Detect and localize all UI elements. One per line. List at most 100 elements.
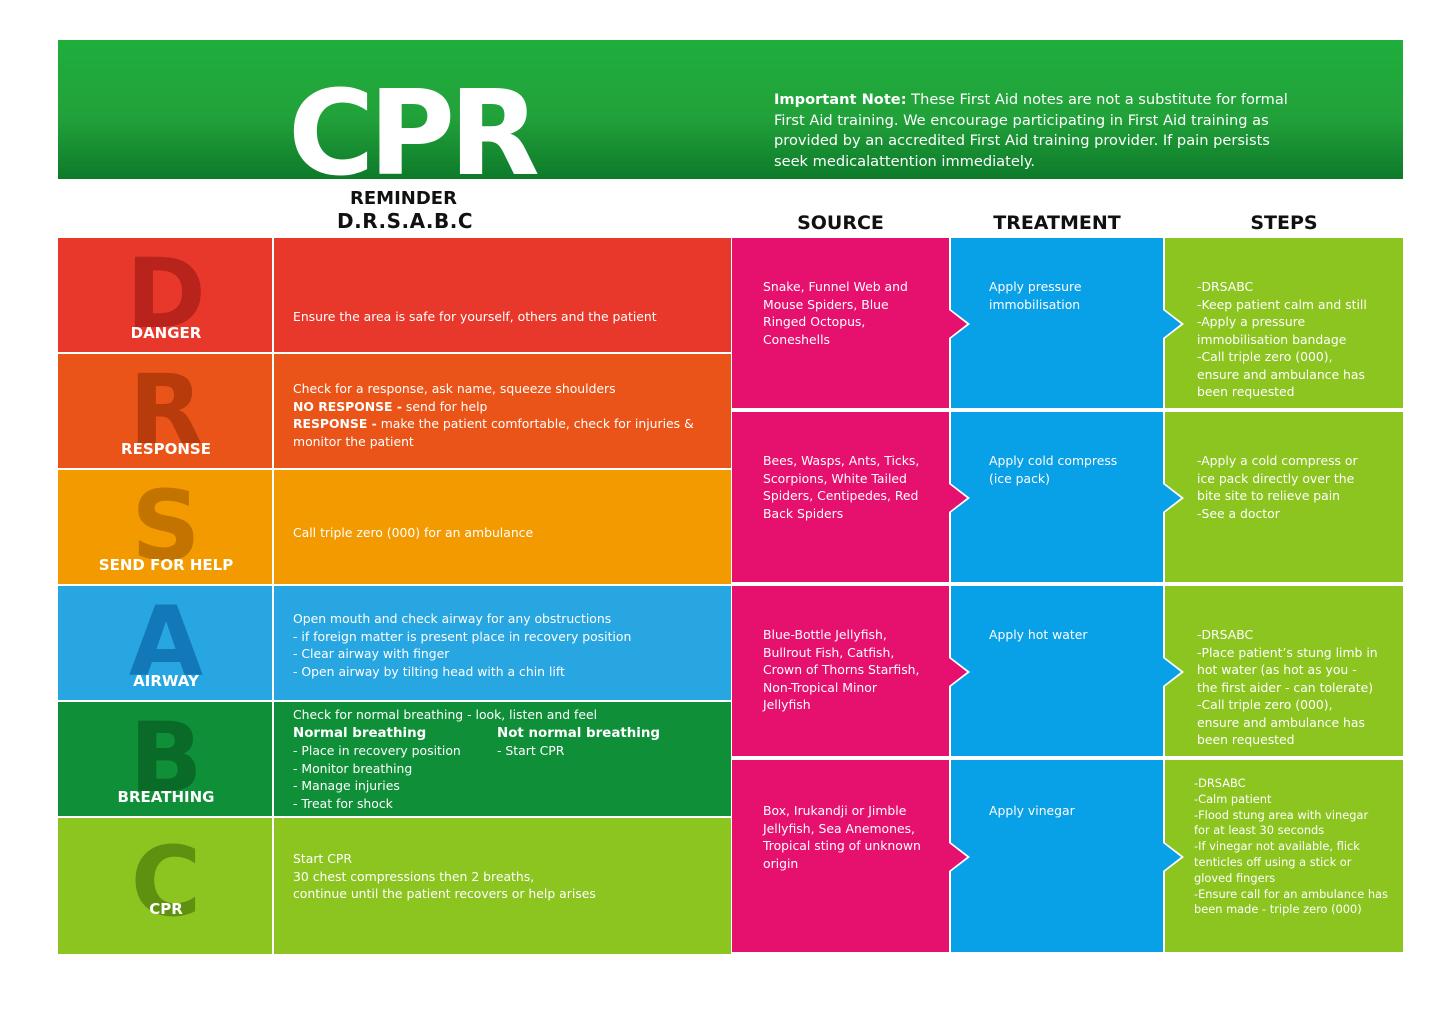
row-send-for-help: S SEND FOR HELP Call triple zero (000) f… xyxy=(58,470,731,586)
source-cell: Bees, Wasps, Ants, Ticks,Scorpions, Whit… xyxy=(732,412,949,582)
steps-cell-line: the first aider - can tolerate) xyxy=(1197,679,1374,695)
drsabc-label: D.R.S.A.B.C xyxy=(337,209,474,233)
steps-cell-line: gloved fingers xyxy=(1194,870,1276,885)
note-label: Important Note: xyxy=(774,91,907,108)
airway-line-4: - Open airway by tilting head with a chi… xyxy=(293,663,565,679)
source-cell-line: Tropical sting of unknown xyxy=(763,838,921,853)
steps-cell-text: -DRSABC -Keep patient calm and still -Appl… xyxy=(1197,278,1367,401)
source-cell-line: Snake, Funnel Web and xyxy=(763,279,908,294)
source-cell: Blue-Bottle Jellyfish,Bullrout Fish, Cat… xyxy=(732,586,949,756)
desc-airway: Open mouth and check airway for any obst… xyxy=(293,610,721,680)
breathing-line-1: Check for normal breathing - look, liste… xyxy=(293,707,598,722)
breathing-columns: Normal breathing - Place in recovery pos… xyxy=(293,724,721,813)
normal-item: - Treat for shock xyxy=(293,795,393,811)
steps-cell-line: -Ensure call for an ambulance has xyxy=(1194,886,1388,901)
response-line-1: Check for a response, ask name, squeeze … xyxy=(293,381,616,396)
label-response: RESPONSE xyxy=(121,440,211,458)
steps-cell-line: -Place patient’s stung limb in xyxy=(1197,644,1378,660)
source-cell-line: Jellyfish, Sea Anemones, xyxy=(763,820,915,836)
letter-cell-airway: A AIRWAY xyxy=(58,586,274,700)
label-send-for-help: SEND FOR HELP xyxy=(98,556,234,574)
source-cell-text: Bees, Wasps, Ants, Ticks,Scorpions, Whit… xyxy=(763,452,919,522)
steps-cell-line: -DRSABC xyxy=(1197,627,1254,642)
desc-response: Check for a response, ask name, squeeze … xyxy=(293,380,721,450)
steps-cell-line: -DRSABC xyxy=(1197,279,1254,294)
cpr-line-1: Start CPR xyxy=(293,851,352,866)
source-cell-line: Spiders, Centipedes, Red xyxy=(763,488,919,503)
cpr-line-2: 30 chest compressions then 2 breaths, xyxy=(293,868,535,884)
label-cpr: CPR xyxy=(149,900,183,918)
letter-a: A xyxy=(128,586,204,698)
treatment-cell-line: Apply cold compress xyxy=(989,453,1118,468)
arrow-right-icon xyxy=(1163,658,1181,686)
response-text: make the patient comfortable, check for … xyxy=(293,416,694,449)
letter-b: B xyxy=(129,702,203,814)
source-cell-line: origin xyxy=(763,855,799,871)
important-note: Important Note: These First Aid notes ar… xyxy=(774,90,1304,172)
steps-cell-text: -DRSABC-Calm patient-Flood stung area wi… xyxy=(1194,776,1388,918)
treatment-cell: Apply hot water xyxy=(951,586,1163,756)
steps-cell-line: -Keep patient calm and still xyxy=(1197,296,1367,312)
airway-line-3: - Clear airway with finger xyxy=(293,646,450,661)
source-cell-line: Box, Irukandji or Jimble xyxy=(763,803,907,818)
source-cell-line: Jellyfish xyxy=(763,697,811,712)
response-bold: RESPONSE - xyxy=(293,416,377,431)
arrow-right-icon xyxy=(949,658,967,686)
steps-cell-line: -Call triple zero (000), xyxy=(1197,697,1333,712)
steps-cell-line: been requested xyxy=(1197,384,1295,399)
letter-cell-breathing: B BREATHING xyxy=(58,702,274,816)
header-banner xyxy=(58,40,1403,179)
steps-cell-line: -See a doctor xyxy=(1197,505,1280,521)
treatment-cell-text: Apply hot water xyxy=(989,626,1087,644)
steps-cell-line: bite site to relieve pain xyxy=(1197,488,1341,503)
normal-item: - Manage injuries xyxy=(293,778,400,793)
column-header-steps: STEPS xyxy=(1250,212,1318,234)
row-airway: A AIRWAY Open mouth and check airway for… xyxy=(58,586,731,702)
letter-s: S xyxy=(131,470,201,582)
steps-cell-line: been made - triple zero (000) xyxy=(1194,902,1362,917)
abnormal-item: - Start CPR xyxy=(497,743,565,758)
steps-cell-line: been requested xyxy=(1197,732,1295,747)
abnormal-breathing-head: Not normal breathing xyxy=(497,725,660,741)
treatment-cell-text: Apply vinegar xyxy=(989,802,1075,820)
arrow-right-icon xyxy=(949,843,967,871)
response-line-2: NO RESPONSE - send for help xyxy=(293,398,721,416)
steps-cell-line: -Call triple zero (000), xyxy=(1197,349,1333,364)
steps-cell-line: -DRSABC xyxy=(1194,776,1246,790)
no-response-bold: NO RESPONSE - xyxy=(293,398,402,414)
arrow-right-icon xyxy=(949,484,967,512)
arrow-right-icon xyxy=(949,310,967,338)
steps-cell-line: -Calm patient xyxy=(1194,791,1272,806)
steps-cell-line: -Apply a pressure xyxy=(1197,314,1306,329)
treatment-cell: Apply cold compress (ice pack) xyxy=(951,412,1163,582)
response-line-3: RESPONSE - make the patient comfortable,… xyxy=(293,415,721,450)
cpr-line-3: continue until the patient recovers or h… xyxy=(293,886,596,901)
treatment-cell-line: Apply pressure xyxy=(989,279,1082,294)
steps-cell-line: -If vinegar not available, flick xyxy=(1194,839,1360,854)
reminder-label: REMINDER xyxy=(350,188,457,209)
page-title: CPR xyxy=(288,64,540,202)
source-cell-line: Non-Tropical Minor xyxy=(763,679,877,695)
source-cell-line: Crown of Thorns Starfish, xyxy=(763,662,920,677)
column-header-source: SOURCE xyxy=(797,212,884,234)
treatment-cell: Apply vinegar xyxy=(951,760,1163,952)
letter-c: C xyxy=(130,826,202,938)
steps-cell-line: -Flood stung area with vinegar xyxy=(1194,807,1369,822)
arrow-right-icon xyxy=(1163,310,1181,338)
normal-breathing-col: Normal breathing - Place in recovery pos… xyxy=(293,724,497,813)
row-danger: D DANGER Ensure the area is safe for you… xyxy=(58,238,731,354)
steps-cell-line: ensure and ambulance has xyxy=(1197,366,1365,382)
letter-r: R xyxy=(129,354,203,466)
treatment-cell-line: (ice pack) xyxy=(989,470,1050,486)
airway-line-1: Open mouth and check airway for any obst… xyxy=(293,611,612,626)
desc-cpr: Start CPR 30 chest compressions then 2 b… xyxy=(293,850,721,903)
letter-cell-danger: D DANGER xyxy=(58,238,274,352)
treatment-cell-line: Apply vinegar xyxy=(989,803,1075,818)
row-response: R RESPONSE Check for a response, ask nam… xyxy=(58,354,731,470)
steps-cell-line: immobilisation bandage xyxy=(1197,331,1347,347)
